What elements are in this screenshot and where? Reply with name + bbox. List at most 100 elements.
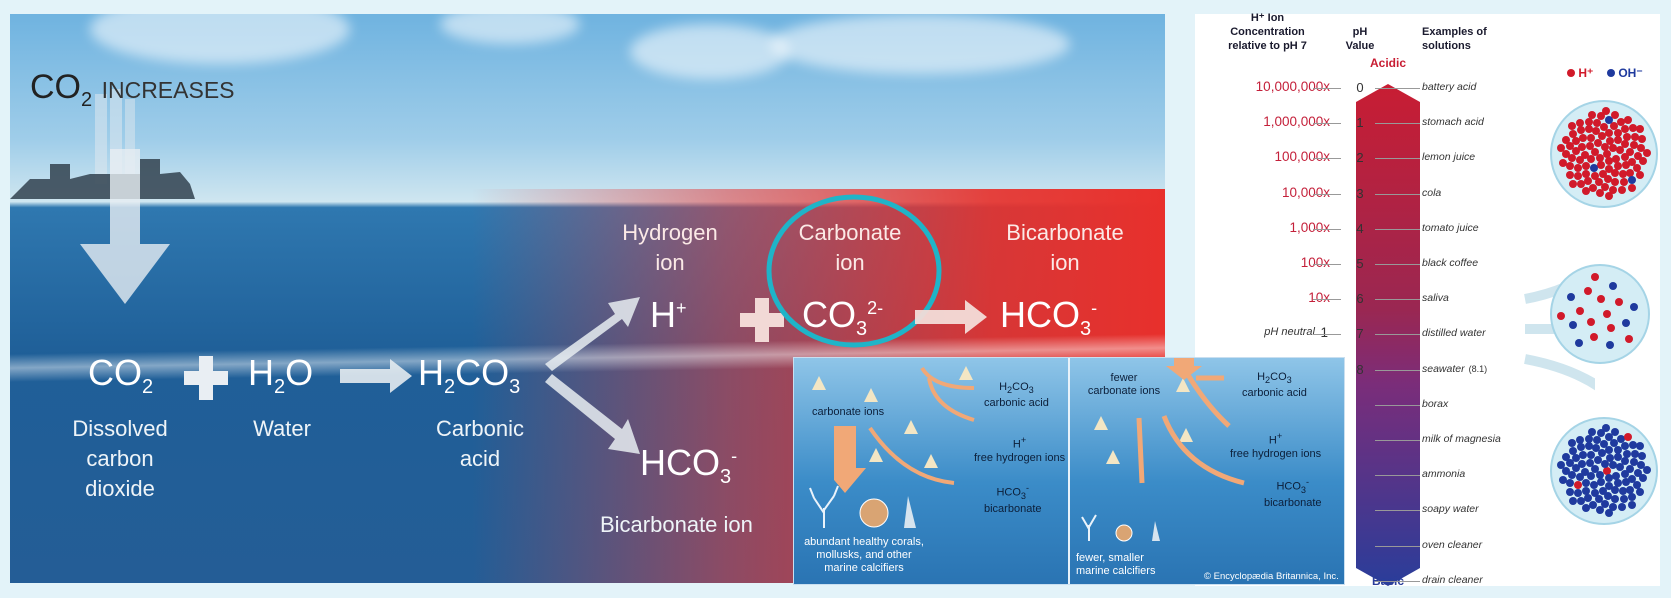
h-ion-dot <box>1600 122 1609 131</box>
h-ion-dot <box>1619 178 1628 187</box>
carbonate-ion-shape <box>1176 378 1190 392</box>
small-calcifiers-icon <box>1081 514 1160 542</box>
carbonate-ion-shape <box>924 454 938 468</box>
ph-value: 3 <box>1356 185 1364 201</box>
oh-ion-dot <box>1609 502 1618 511</box>
oh-ion-dot <box>1556 460 1565 469</box>
oh-ion-dot <box>1581 467 1590 476</box>
oh-ion-dot <box>1627 176 1636 185</box>
h-ion-dot <box>1629 140 1638 149</box>
h-ion-dot <box>1618 170 1627 179</box>
h-ion-dot <box>1626 168 1635 177</box>
co2-increases-title: CO2 INCREASES <box>30 68 235 111</box>
h-ion-dot <box>1575 156 1584 165</box>
oh-ion-dot <box>1597 478 1605 487</box>
h-ion-dot <box>1576 179 1585 188</box>
inset-divider <box>1068 358 1070 584</box>
concentration-value: 10,000,000x <box>1255 79 1330 94</box>
plus-icon <box>184 356 228 400</box>
h-ion-dot <box>1597 112 1606 121</box>
example-solution-name: borax <box>1422 397 1449 410</box>
oh-ion-dot <box>1567 293 1576 302</box>
h-ion-dot <box>1578 143 1587 152</box>
h-ion-dot <box>1562 135 1571 144</box>
h-ion-dot <box>1586 141 1595 150</box>
concentration-value: 100x <box>1300 255 1330 270</box>
cloud <box>440 14 580 44</box>
h-ion-dot <box>1572 147 1581 156</box>
inset-left-arrows <box>834 366 975 493</box>
h-ion-dot <box>1612 154 1621 163</box>
h-ion-dot <box>1602 310 1611 318</box>
oh-ion-dot <box>1638 474 1647 483</box>
h-ion-dot <box>1621 125 1630 134</box>
bicarbonate-ion-bottom-label: Bicarbonate ion <box>600 512 753 537</box>
tick-line <box>1375 440 1420 441</box>
example-solution-name: lemon juice <box>1422 151 1476 164</box>
oh-ion-dot <box>1578 460 1587 469</box>
oh-ion-dot <box>1575 339 1584 348</box>
h-ion-dot <box>1603 150 1612 158</box>
oh-ion-dot <box>1606 453 1615 462</box>
ph-value: 5 <box>1356 256 1364 271</box>
down-arrow-icon <box>80 149 170 304</box>
h-ion-dot <box>1576 306 1585 315</box>
example-solution: black coffee <box>1422 257 1478 269</box>
example-solution: milk of magnesia <box>1422 433 1501 445</box>
oh-ion-dot <box>1579 451 1588 459</box>
h-ion-dot <box>1590 148 1599 157</box>
h-ion-dot <box>1594 139 1603 148</box>
carbonate-ion-label: Carbonate ion <box>798 220 902 275</box>
oh-ion-dot <box>1621 457 1630 466</box>
h-ion-dot <box>1595 153 1604 162</box>
h-ion-dot <box>1617 117 1626 126</box>
h-ion-legend: H⁺ <box>1567 66 1593 80</box>
oh-ion-dot <box>1576 443 1585 452</box>
h-ion-dot <box>1609 185 1618 194</box>
oh-ion-dot <box>1591 444 1600 453</box>
h-ion-dot <box>1610 121 1619 130</box>
example-solution-name: distilled water <box>1422 327 1486 340</box>
oh-ion-dot <box>1622 449 1631 458</box>
h-ion-dot <box>1590 171 1599 180</box>
bicarbonate-ion-label: Bicarbonate ion <box>1006 220 1124 275</box>
h-ion-dot <box>1576 118 1585 127</box>
oh-ion-dot <box>1590 488 1599 497</box>
oh-ion-dot <box>1573 488 1582 497</box>
h2co3-formula: H2CO3 <box>418 352 521 399</box>
h-ion-dot <box>1636 125 1645 134</box>
ph-value-header: pH Value <box>1345 26 1375 52</box>
branch-arrows <box>545 297 640 454</box>
h-ion-dot <box>1627 183 1636 192</box>
oh-ion-dot <box>1567 471 1576 479</box>
ph-value: 0 <box>1356 80 1364 95</box>
h-ion-dot <box>1604 175 1613 184</box>
oh-ion-dot <box>1612 471 1621 480</box>
oh-ion-dot <box>1589 500 1598 509</box>
tick-line <box>1313 299 1341 301</box>
carbonate-ion-shape <box>959 366 973 380</box>
right-arrow-icon <box>340 359 412 393</box>
h-ion-dot <box>1625 334 1634 343</box>
h-ion-dot <box>1588 110 1597 119</box>
right-bicarbonate-label: HCO3- bicarbonate <box>1264 477 1322 509</box>
oh-ion-dot <box>1595 470 1604 479</box>
tick-line <box>1375 88 1420 89</box>
plus-icon <box>740 298 784 342</box>
oh-ion-dot <box>1618 487 1627 496</box>
right-h2co3-label: H2CO3 carbonic acid <box>1242 371 1307 400</box>
oh-ion-dot <box>1628 474 1637 483</box>
oh-ion-dot <box>1590 481 1599 490</box>
ph-value: 6 <box>1356 291 1364 307</box>
oh-ion-dot <box>1621 319 1630 328</box>
h-ion-dot <box>1621 140 1630 149</box>
h-ion-dot <box>1613 136 1622 145</box>
oh-ion-dot <box>1569 497 1578 505</box>
carbonate-ion-shape <box>864 388 878 402</box>
h-ion-dot <box>1596 188 1605 197</box>
oh-ion-dot <box>1600 459 1609 468</box>
tick-line <box>1313 158 1341 160</box>
oh-ion-dot <box>1610 438 1619 447</box>
oh-ion-dot <box>1576 435 1585 444</box>
carbonate-ion-shape <box>812 376 826 390</box>
